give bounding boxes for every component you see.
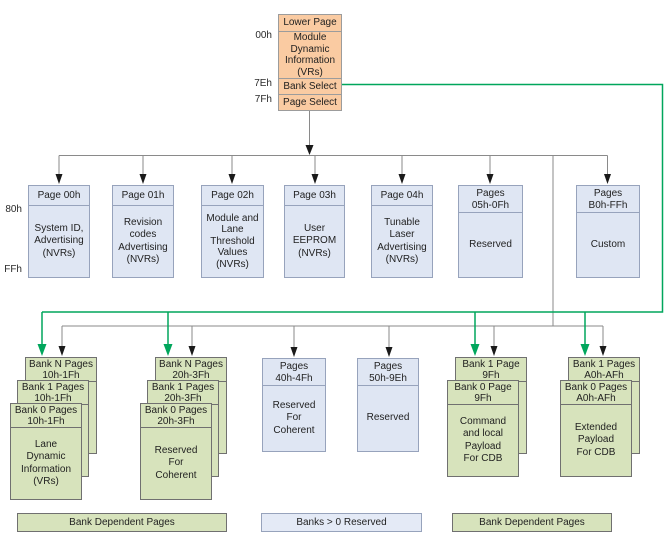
pages-05h-0fh-header: Pages 05h-0Fh [459,186,522,213]
bank-0-page-9fh-header: Bank 0 Page 9Fh [448,381,518,405]
legend-bank-dependent-right: Bank Dependent Pages [452,513,612,532]
bank-0-pages-a0h-header: Bank 0 Pages A0h-AFh [561,381,631,405]
bank-0-pages-10h-box: Bank 0 Pages 10h-1Fh Lane Dynamic Inform… [10,403,82,500]
pages-50h-9eh-body: Reserved [366,412,410,424]
bank-1-pages-10h-header: Bank 1 Pages 10h-1Fh [18,381,88,405]
page-00h-header: Page 00h [29,186,89,206]
page-00h-body: System ID, Advertising (NVRs) [34,222,84,259]
pages-40h-4fh-header: Pages 40h-4Fh [263,359,325,386]
bank-0-pages-10h-header: Bank 0 Pages 10h-1Fh [11,404,81,428]
bank-n-pages-10h-header: Bank N Pages 10h-1Fh [26,358,96,382]
bank-0-page-9fh-box: Bank 0 Page 9Fh Command and local Payloa… [447,380,519,477]
legend-banks-reserved: Banks > 0 Reserved [261,513,422,532]
module-dynamic-information-cell: Module Dynamic Information (VRs) [279,31,341,78]
page-01h-header: Page 01h [113,186,173,206]
pages-b0h-ffh-header: Pages B0h-FFh [577,186,639,213]
bank-select-cell: Bank Select [279,78,341,94]
bank-0-pages-10h-body: Lane Dynamic Information (VRs) [20,438,72,488]
pages-b0h-ffh-body: Custom [590,238,626,250]
pages-40h-4fh-box: Pages 40h-4Fh Reserved For Coherent [262,358,326,452]
addr-label-7eh: 7Eh [254,78,272,89]
bank-0-page-9fh-body: Command and local Payload For CDB [459,415,507,465]
pages-b0h-ffh-box: Pages B0h-FFh Custom [576,185,640,278]
page-03h-box: Page 03h User EEPROM (NVRs) [284,185,345,278]
bank-0-pages-20h-header: Bank 0 Pages 20h-3Fh [141,404,211,428]
page-select-connectors [58,107,608,348]
page-01h-body: Revision codes Advertising (NVRs) [118,216,168,266]
page-02h-body: Module and Lane Threshold Values (NVRs) [206,212,259,270]
page-03h-body: User EEPROM (NVRs) [292,222,337,259]
bank-n-pages-20h-header: Bank N Pages 20h-3Fh [156,358,226,382]
bank-1-pages-20h-header: Bank 1 Pages 20h-3Fh [148,381,218,405]
page-04h-body: Tunable Laser Advertising (NVRs) [377,216,427,266]
page-03h-header: Page 03h [285,186,344,206]
pages-50h-9eh-header: Pages 50h-9Eh [358,359,418,386]
bank-0-pages-a0h-body: Extended Payload For CDB [574,421,618,458]
pages-05h-0fh-body: Reserved [469,238,512,250]
page-select-cell: Page Select [279,94,341,110]
lower-page-header: Lower Page [283,17,337,28]
pages-50h-9eh-box: Pages 50h-9Eh Reserved [357,358,419,452]
pages-05h-0fh-box: Pages 05h-0Fh Reserved [458,185,523,278]
bank-1-page-9fh-header: Bank 1 Page 9Fh [456,358,526,382]
page-04h-header: Page 04h [372,186,432,206]
pages-40h-4fh-body: Reserved For Coherent [272,399,316,436]
bank-0-pages-20h-box: Bank 0 Pages 20h-3Fh Reserved For Cohere… [140,403,212,500]
legend-bank-dependent-left: Bank Dependent Pages [17,513,227,532]
addr-label-00h: 00h [255,30,272,41]
black-arrowhead-icons [55,145,611,357]
page-02h-box: Page 02h Module and Lane Threshold Value… [201,185,264,278]
bank-1-pages-a0h-header: Bank 1 Pages A0h-AFh [569,358,639,382]
addr-label-ffh: FFh [4,264,22,275]
page-04h-box: Page 04h Tunable Laser Advertising (NVRs… [371,185,433,278]
addr-label-7fh: 7Fh [254,94,272,105]
page-02h-header: Page 02h [202,186,263,206]
bank-select-connectors [41,83,664,345]
page-00h-box: Page 00h System ID, Advertising (NVRs) [28,185,90,278]
addr-label-80h: 80h [5,204,22,215]
bank-0-pages-20h-body: Reserved For Coherent [154,444,198,481]
lower-page-box: Lower Page Module Dynamic Information (V… [278,14,342,111]
bank-0-pages-a0h-box: Bank 0 Pages A0h-AFh Extended Payload Fo… [560,380,632,477]
page-01h-box: Page 01h Revision codes Advertising (NVR… [112,185,174,278]
green-arrowhead-icons [37,344,590,356]
